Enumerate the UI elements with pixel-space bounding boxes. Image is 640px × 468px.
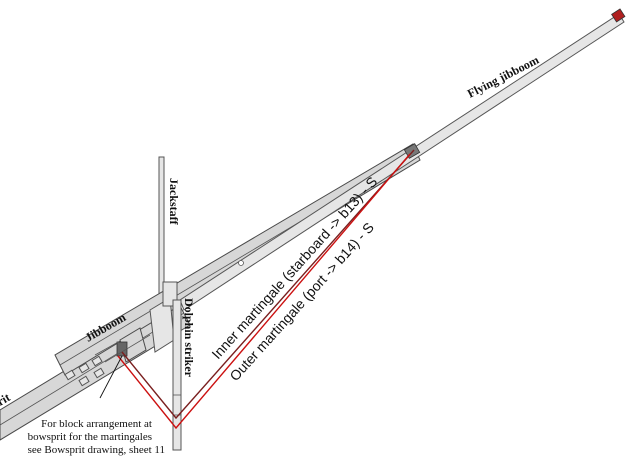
label-jackstaff: Jackstaff bbox=[167, 178, 181, 226]
block-arrangement-note: For block arrangement at bowsprit for th… bbox=[28, 418, 165, 456]
jackstaff bbox=[158, 156, 165, 298]
note-line-1: For block arrangement at bbox=[41, 418, 152, 430]
note-line-2: bowsprit for the martingales bbox=[28, 431, 152, 443]
outer-martingale-line bbox=[117, 153, 411, 430]
bowsprit-fittings bbox=[64, 355, 105, 387]
martingale-block-upper bbox=[403, 143, 421, 159]
flying-jibboom bbox=[179, 8, 626, 311]
label-dolphin-striker: Dolphin striker bbox=[182, 298, 196, 378]
inner-martingale-line bbox=[121, 149, 415, 420]
martingale-lines bbox=[117, 149, 415, 430]
note-line-3: see Bowsprit drawing, sheet 11 bbox=[28, 444, 165, 456]
note-leader-line bbox=[99, 355, 123, 399]
